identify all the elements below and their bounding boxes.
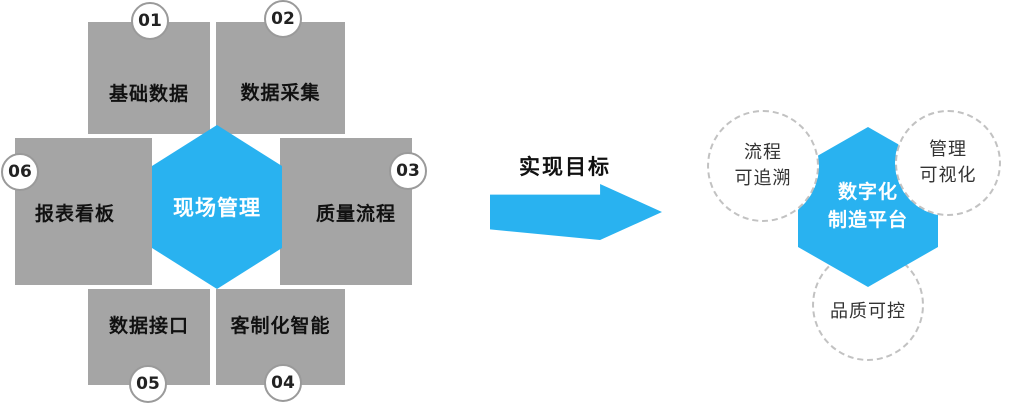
segment-number-badge-02: 02 (264, 0, 302, 38)
segment-number-badge-04: 04 (264, 364, 302, 402)
feature-label-management-line1: 管理 (929, 138, 967, 160)
feature-label-management-line2: 可视化 (919, 165, 977, 186)
segment-number-03: 03 (396, 161, 420, 181)
feature-label-process-line2: 可追溯 (734, 168, 792, 189)
feature-circle-process-traceable: 流程 可追溯 (707, 110, 819, 222)
segment-block-06 (15, 138, 152, 285)
segment-block-01 (88, 22, 210, 134)
segment-label-04: 客制化智能 (230, 315, 331, 337)
feature-circle-management-visible: 管理 可视化 (895, 110, 1001, 216)
segment-number-badge-03: 03 (389, 152, 427, 190)
feature-label-quality: 品质可控 (830, 300, 906, 322)
transition-arrow-label: 实现目标 (519, 155, 611, 179)
segment-number-01: 01 (138, 11, 162, 31)
right-arrow-icon (490, 184, 662, 240)
segment-label-02: 数据采集 (240, 82, 321, 104)
segment-number-02: 02 (271, 9, 295, 29)
segment-number-04: 04 (271, 373, 295, 393)
center-hexagon-label: 现场管理 (173, 196, 261, 220)
center-hexagon: 现场管理 (152, 125, 282, 289)
feature-label-process-line1: 流程 (744, 141, 782, 163)
segment-label-03: 质量流程 (315, 203, 396, 225)
segment-label-06: 报表看板 (34, 203, 115, 225)
segment-number-badge-01: 01 (131, 2, 169, 40)
segment-number-05: 05 (136, 374, 160, 394)
segment-label-05: 数据接口 (108, 315, 189, 337)
platform-label-line2: 制造平台 (827, 209, 908, 231)
segment-number-badge-06: 06 (1, 153, 39, 191)
segment-number-badge-05: 05 (129, 365, 167, 403)
segment-block-02 (216, 22, 345, 134)
platform-label-line1: 数字化 (837, 181, 898, 204)
segment-label-01: 基础数据 (108, 83, 189, 105)
segment-number-06: 06 (8, 162, 32, 182)
